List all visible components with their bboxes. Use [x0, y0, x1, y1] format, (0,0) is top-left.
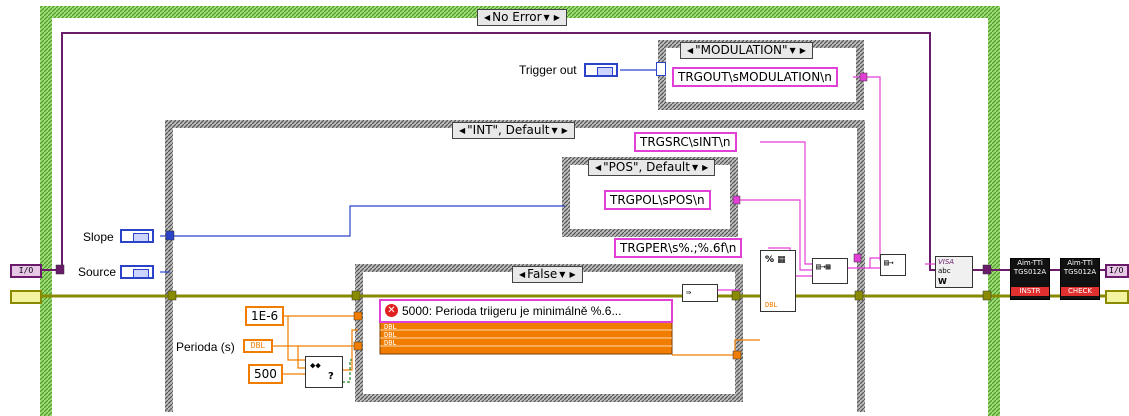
- one-e-minus-6-constant[interactable]: 1E-6: [245, 306, 285, 326]
- false-label: False: [527, 267, 558, 281]
- trgper-string-constant[interactable]: TRGPER\s%.;%.6f\n: [614, 238, 743, 258]
- format-percent-icon: % ▦: [765, 255, 786, 265]
- tunnels: [55, 72, 992, 360]
- bundle-arrow-icon: ⇛: [686, 288, 692, 298]
- aim-tti-instr-subvi[interactable]: Aim-TTi TGS012A INSTR: [1010, 258, 1050, 300]
- error-out-terminal[interactable]: [1105, 290, 1129, 304]
- perioda-terminal[interactable]: DBL: [243, 339, 273, 353]
- error-in-terminal[interactable]: [10, 290, 42, 304]
- instr-tag-text: INSTR: [1011, 287, 1049, 296]
- visa-write-node[interactable]: VISA abc W: [935, 256, 973, 288]
- concatenate-strings-node-2[interactable]: ▤→: [880, 254, 906, 276]
- format-into-string-node[interactable]: % ▦ DBL: [760, 250, 796, 312]
- concatenate-icon-1: ▤→▦: [816, 262, 831, 271]
- instr-title-text: Aim-TTi: [1017, 259, 1043, 267]
- concatenate-strings-node-1[interactable]: ▤→▦: [812, 258, 848, 284]
- boolean-wire: [342, 359, 352, 383]
- perioda-label: Perioda (s): [176, 340, 235, 354]
- slope-terminal[interactable]: [120, 229, 154, 243]
- trigger-out-terminal[interactable]: [584, 63, 618, 77]
- no-error-case-selector[interactable]: ◀No Error▼▶: [477, 9, 567, 26]
- five-hundred-constant[interactable]: 500: [248, 364, 283, 384]
- format-dbl-text: DBL: [765, 301, 778, 309]
- trgout-string-constant[interactable]: TRGOUT\sMODULATION\n: [672, 67, 838, 87]
- visa-resource-in-terminal[interactable]: I/O: [10, 264, 42, 278]
- no-error-label: No Error: [492, 10, 542, 24]
- check-title-text: Aim-TTi: [1067, 259, 1093, 267]
- visa-w-text: W: [938, 277, 947, 286]
- visa-abc-text: abc: [938, 267, 951, 275]
- visa-resource-out-terminal[interactable]: I/O: [1105, 264, 1129, 278]
- trigger-out-label: Trigger out: [519, 63, 577, 77]
- error-cluster-bundle: [379, 299, 673, 355]
- io-out-text: I/O: [1109, 266, 1124, 275]
- concatenate-icon-2: ▤→: [884, 258, 894, 267]
- modulation-case-selector[interactable]: ◀"MODULATION"▼▶: [680, 42, 813, 59]
- visa-text: VISA: [938, 258, 955, 266]
- error-message-text: 5000: Perioda triigeru je minimálně %.6.…: [402, 304, 622, 318]
- modulation-label: "MODULATION": [695, 43, 788, 57]
- pos-case-selector[interactable]: ◀"POS", Default▼▶: [588, 159, 716, 176]
- source-terminal[interactable]: [120, 265, 154, 279]
- select-node[interactable]: ? ◆◆: [305, 356, 343, 388]
- dbl-tag-3: DBL: [384, 339, 397, 347]
- trgsrc-string-constant[interactable]: TRGSRC\sINT\n: [634, 132, 737, 152]
- check-model-text: TGS012A: [1063, 268, 1097, 276]
- false-case-selector[interactable]: ◀False▼▶: [512, 266, 583, 283]
- pos-label: "POS", Default: [603, 160, 690, 174]
- source-label: Source: [78, 265, 117, 279]
- error-message-constant[interactable]: ✕ 5000: Perioda triigeru je minimálně %.…: [382, 302, 670, 320]
- trigger-out-tunnel-icon: [656, 62, 666, 76]
- error-x-icon: ✕: [385, 304, 398, 317]
- select-question-icon: ?: [328, 371, 334, 382]
- slope-label: Slope: [83, 230, 114, 244]
- io-in-text: I/O: [18, 266, 34, 275]
- instr-model-text: TGS012A: [1013, 268, 1047, 276]
- bundle-error-node[interactable]: ⇛: [682, 284, 718, 302]
- dbl-tag-1: DBL: [384, 323, 397, 331]
- aim-tti-check-subvi[interactable]: Aim-TTi TGS012A CHECK: [1060, 258, 1100, 300]
- perioda-dbl-text: DBL: [250, 341, 266, 350]
- check-tag-text: CHECK: [1061, 287, 1099, 296]
- select-arrows-icon: ◆◆: [310, 361, 321, 371]
- trgpol-string-constant[interactable]: TRGPOL\sPOS\n: [604, 190, 711, 210]
- int-label: "INT", Default: [467, 123, 550, 137]
- dbl-tag-2: DBL: [384, 331, 397, 339]
- int-case-selector[interactable]: ◀"INT", Default▼▶: [452, 122, 575, 139]
